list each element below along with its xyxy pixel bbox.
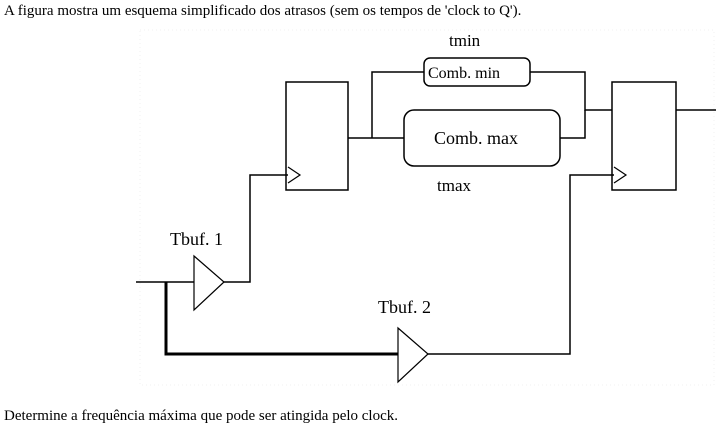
tbuf2-label: Tbuf. 2 — [378, 297, 431, 317]
comb-min-input-wire — [371, 71, 424, 138]
comb-min-output-wire — [530, 71, 612, 111]
flip-flop-2 — [611, 81, 677, 191]
flip-flop-1 — [285, 81, 349, 191]
tmax-label: tmax — [437, 176, 471, 195]
tbuf1-output-wire — [224, 174, 288, 283]
flip-flop-2-clock-marker — [613, 166, 628, 184]
tbuf2-buffer — [397, 326, 429, 384]
comb-min-label: Comb. min — [428, 65, 500, 82]
tbuf2-output-wire — [428, 174, 614, 355]
diagram-background — [139, 29, 715, 386]
tmin-label: tmin — [449, 31, 481, 50]
question-text: Determine a frequência máxima que pode s… — [4, 408, 398, 424]
flip-flop-1-clock-marker — [287, 166, 302, 184]
intro-text: A figura mostra um esquema simplificado … — [4, 3, 522, 19]
tbuf1-label: Tbuf. 1 — [170, 229, 223, 249]
comb-max-label: Comb. max — [434, 128, 518, 148]
clock-lower-wire — [164, 282, 398, 356]
comb-max-output-wire — [560, 110, 586, 139]
tbuf1-buffer — [193, 254, 225, 312]
